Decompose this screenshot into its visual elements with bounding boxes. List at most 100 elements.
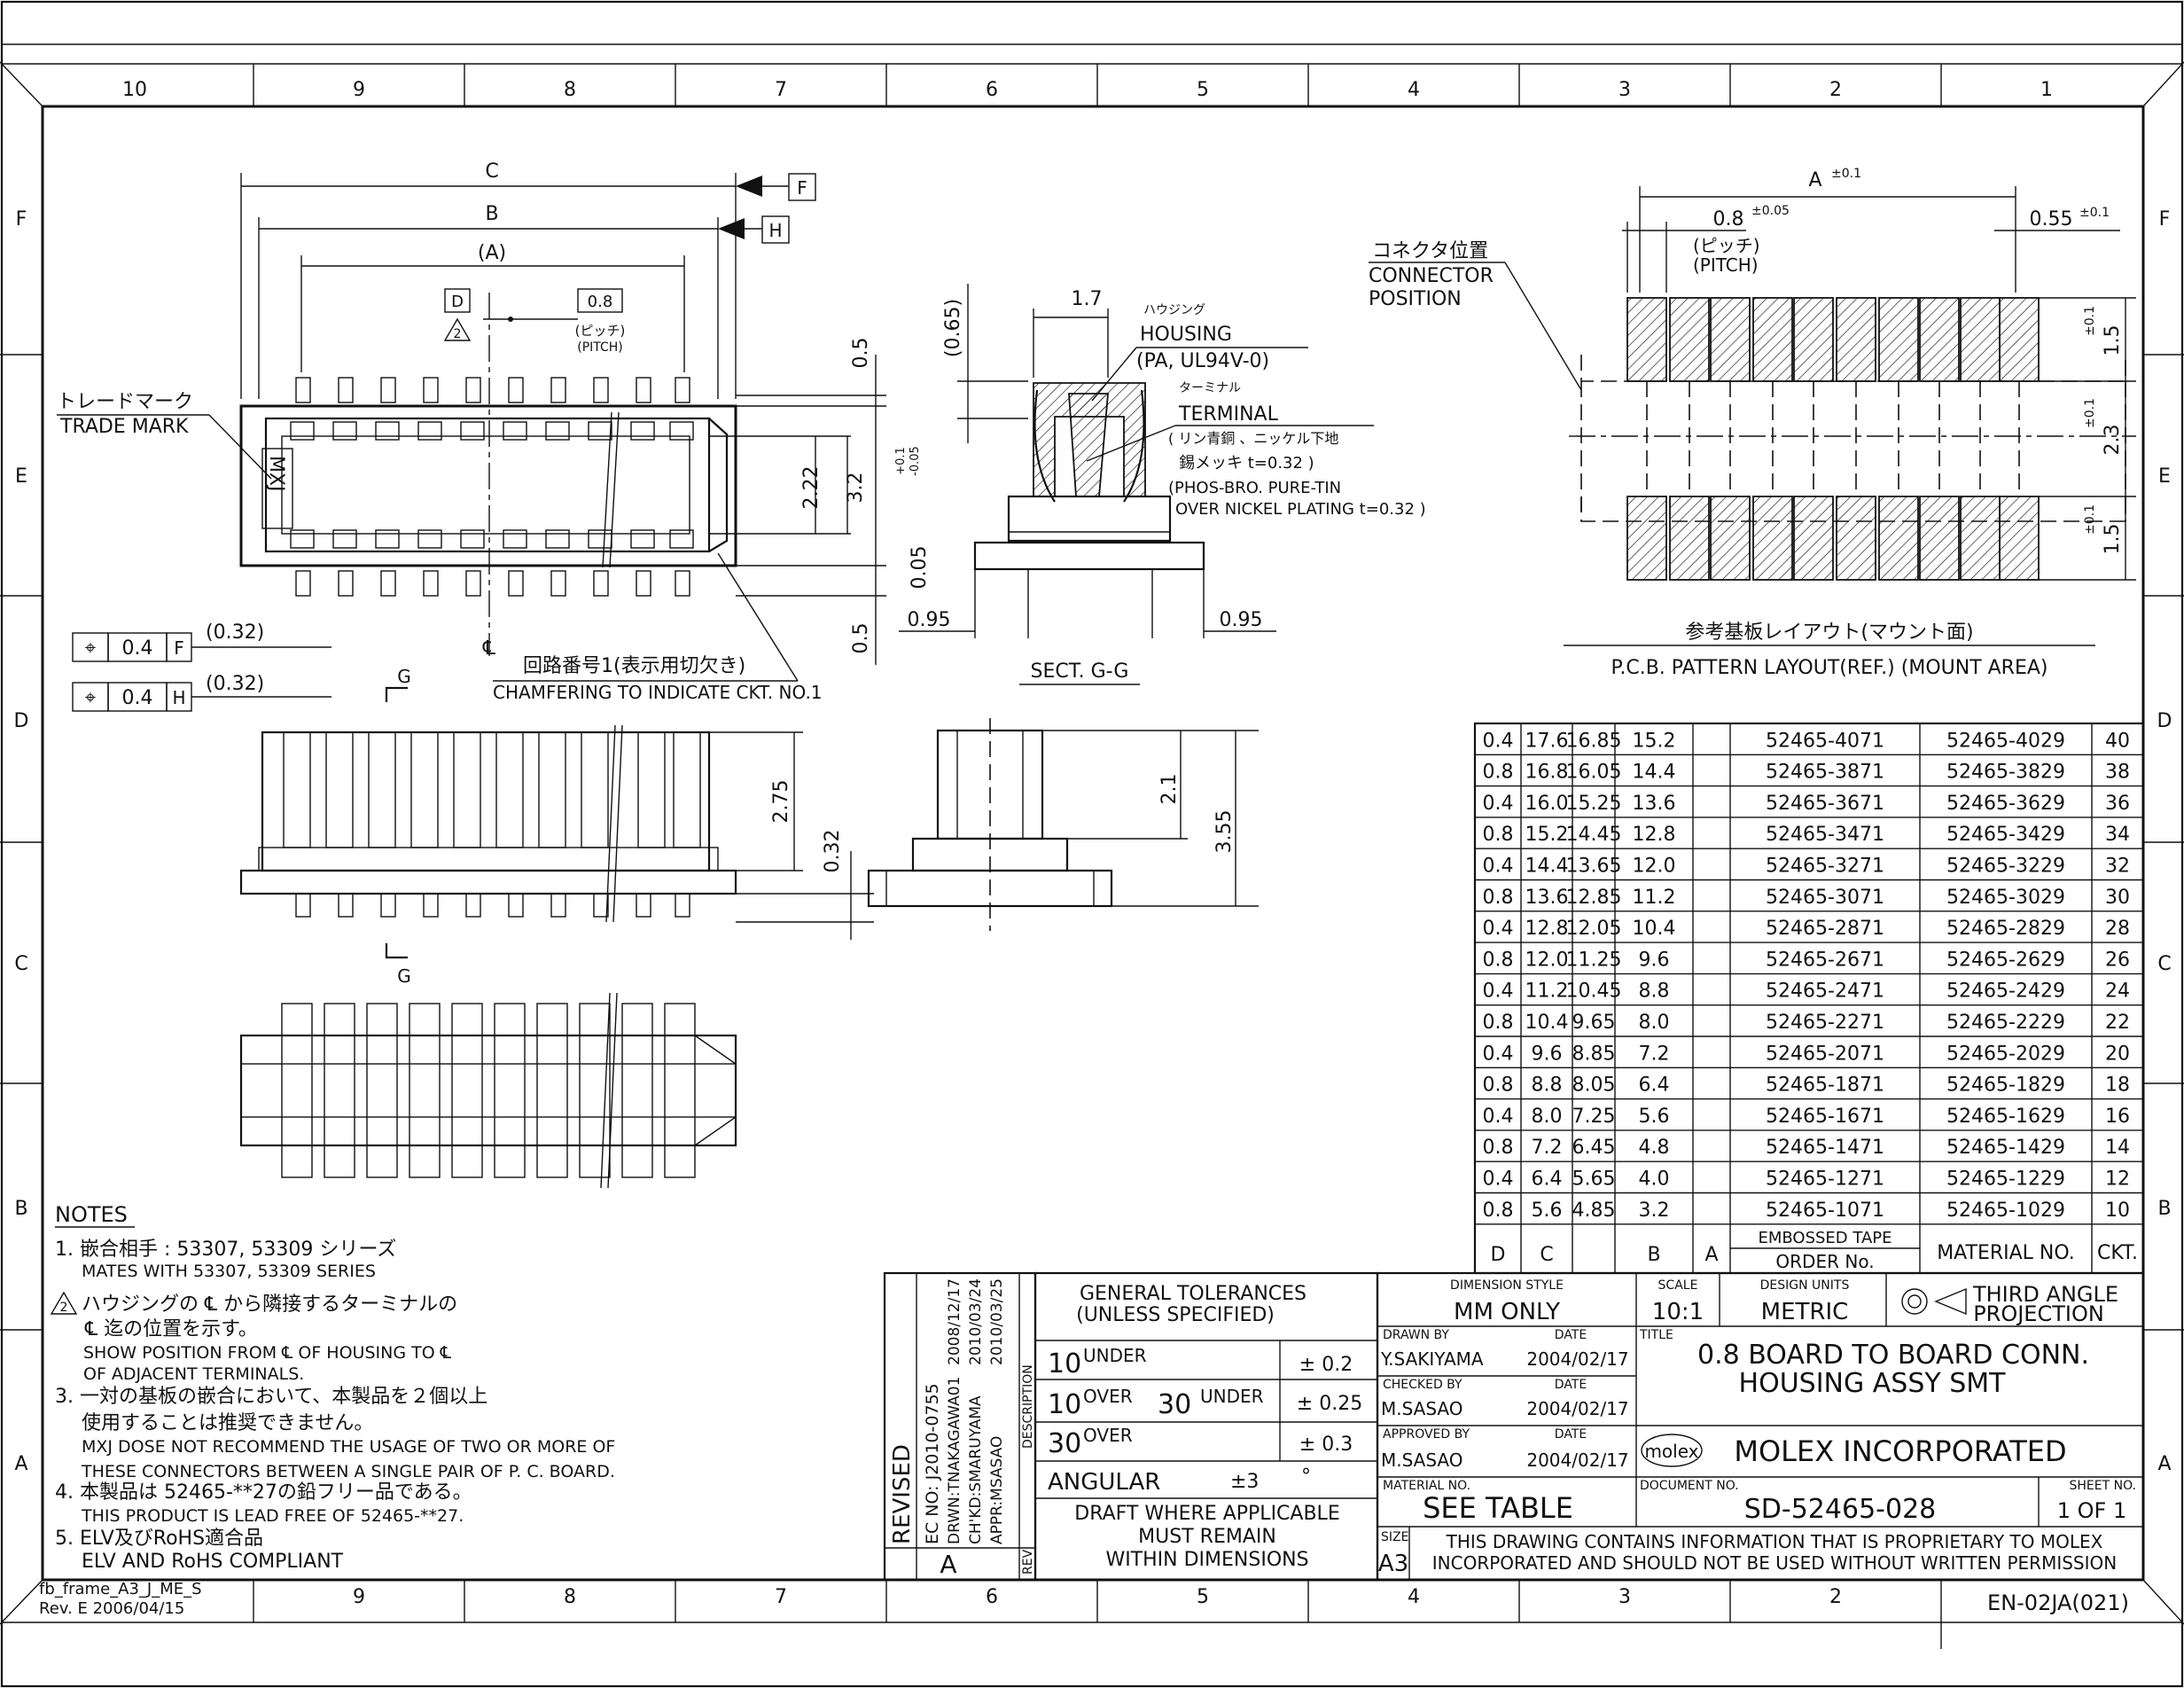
connector-position-jp: コネクタ位置 <box>1372 240 1488 262</box>
table-cell-a: 12.0 <box>1633 856 1676 878</box>
table-header-order: ORDER No. <box>1775 1251 1874 1272</box>
draft-line-3: WITHIN DIMENSIONS <box>1105 1549 1308 1571</box>
table-cell-c: 10.4 <box>1525 1012 1569 1034</box>
table-cell-c: 8.8 <box>1532 1075 1563 1097</box>
tol-r1-value: ± 0.2 <box>1299 1354 1353 1376</box>
table-cell-material-no: 52465-4029 <box>1946 730 2065 752</box>
tol-r2-d: UNDER <box>1200 1386 1264 1407</box>
table-cell-material-no: 52465-1629 <box>1946 1106 2065 1128</box>
checked-date-rev: 2010/03/24 <box>967 1278 985 1365</box>
table-cell-ckt: 14 <box>2105 1137 2130 1159</box>
pcb-dim-1-5-bottom: 1.5 <box>2102 524 2124 555</box>
dim-0-95-left: 0.95 <box>908 609 951 631</box>
note-2-jp1: ハウジングの ℄ から隣接するターミナルの <box>82 1293 457 1316</box>
tol-r3-value: ± 0.3 <box>1299 1434 1353 1456</box>
table-cell-embossed-order: 52465-1271 <box>1766 1168 1884 1191</box>
tolerance-title-2: (UNLESS SPECIFIED) <box>1076 1304 1275 1326</box>
table-cell-c: 8.0 <box>1532 1106 1563 1128</box>
table-header-material: MATERIAL NO. <box>1937 1242 2075 1264</box>
drawing-title-2: HOUSING ASSY SMT <box>1739 1368 2007 1399</box>
dim-2-75: 2.75 <box>770 780 792 824</box>
dim-0-5-bottom: 0.5 <box>850 623 872 654</box>
table-cell-c: 13.6 <box>1525 887 1569 909</box>
table-cell-ckt: 40 <box>2105 730 2130 752</box>
pcb-pad-width: 0.55 <box>2030 208 2073 231</box>
terminal-material-jp2: 錫メッキ t=0.32 ) <box>1179 454 1314 473</box>
zone-right-d: D <box>2157 710 2172 732</box>
table-cell-b: 8.05 <box>1572 1075 1616 1097</box>
pcb-dim-a-tol: ±0.1 <box>1831 167 1861 181</box>
dim-0-65: (0.65) <box>942 299 964 357</box>
table-cell-d: 0.8 <box>1483 1200 1514 1222</box>
table-cell-b: 13.65 <box>1566 856 1622 878</box>
table-cell-material-no: 52465-3629 <box>1946 793 2065 815</box>
third-angle-projection-icon <box>1901 1287 1967 1316</box>
revision-block: REVISED EC NO: J2010-0755 DRWN:TNAKAGAWA… <box>883 1271 1037 1582</box>
trademark-en: TRADE MARK <box>59 416 189 438</box>
dim-style-value: MM ONLY <box>1454 1299 1560 1325</box>
note-3-en2: THESE CONNECTORS BETWEEN A SINGLE PAIR O… <box>81 1462 615 1481</box>
zone-bottom-4: 4 <box>1408 1586 1420 1608</box>
datum-f: F <box>797 177 807 199</box>
table-header-d: D <box>1491 1244 1506 1266</box>
zone-right-f: F <box>2159 208 2171 231</box>
table-cell-material-no: 52465-3829 <box>1946 762 2065 784</box>
drawn-by-rev: DRWN:TNAKAGAWA01 <box>946 1377 963 1544</box>
zone-top-7: 7 <box>775 79 787 101</box>
terminal-material-en1: (PHOS-BRO. PURE-TIN <box>1168 479 1341 497</box>
pcb-pitch-en: (PITCH) <box>1693 254 1759 276</box>
position-icon: ⌖ <box>85 687 96 709</box>
housing-en: HOUSING <box>1140 324 1232 346</box>
table-cell-material-no: 52465-1829 <box>1946 1075 2065 1097</box>
table-cell-a: 14.4 <box>1633 762 1676 784</box>
table-cell-d: 0.4 <box>1483 1106 1514 1128</box>
table-cell-c: 11.2 <box>1525 981 1569 1003</box>
notes-block: NOTES 1. 嵌合相手 : 53307, 53309 シリーズ MATES … <box>50 1202 615 1573</box>
zone-top-2: 2 <box>1829 79 1842 101</box>
position-tolerance-frame-f: ⌖ 0.4 F (0.32) <box>72 621 332 662</box>
note-2-jp2: ℄ 迄の位置を示す。 <box>84 1318 258 1340</box>
pcb-layout-title-en: P.C.B. PATTERN LAYOUT(REF.) (MOUNT AREA) <box>1611 657 2048 679</box>
table-cell-b: 4.85 <box>1572 1200 1616 1222</box>
note-3-en1: MXJ DOSE NOT RECOMMEND THE USAGE OF TWO … <box>82 1437 615 1457</box>
fcf-dim: (0.32) <box>206 621 264 644</box>
note-3-jp1: 3. 一対の基板の嵌合において、本製品を２個以上 <box>55 1386 488 1408</box>
zone-bottom-6: 6 <box>986 1586 998 1608</box>
table-cell-embossed-order: 52465-4071 <box>1766 730 1884 752</box>
mxj-logo-mark: MXJ <box>265 456 287 492</box>
table-cell-a: 7.2 <box>1639 1043 1670 1065</box>
zone-right-b: B <box>2157 1198 2171 1220</box>
zone-bottom-8: 8 <box>564 1586 576 1608</box>
table-cell-embossed-order: 52465-3471 <box>1766 824 1884 846</box>
table-header-b: B <box>1647 1244 1660 1266</box>
table-cell-material-no: 52465-1429 <box>1946 1137 2065 1159</box>
table-cell-d: 0.8 <box>1483 1075 1514 1097</box>
drawn-by-label: DRAWN BY <box>1383 1328 1449 1342</box>
zone-right-c: C <box>2157 953 2171 975</box>
material-no: SEE TABLE <box>1423 1491 1573 1525</box>
table-cell-a: 9.6 <box>1639 949 1670 971</box>
table-cell-b: 10.45 <box>1566 981 1622 1003</box>
table-cell-d: 0.4 <box>1483 1168 1514 1191</box>
table-cell-b: 12.85 <box>1566 887 1622 909</box>
drawn-date-label: DATE <box>1555 1328 1587 1342</box>
checked-by-rev: CH'KD:SMARUYAMA <box>967 1395 985 1544</box>
tol-angular-value: ±3 <box>1230 1471 1259 1493</box>
approved-date-rev: 2010/03/25 <box>988 1278 1006 1365</box>
table-cell-embossed-order: 52465-3271 <box>1766 856 1884 878</box>
zone-bottom-5: 5 <box>1197 1586 1209 1608</box>
tol-angular: ANGULAR <box>1048 1469 1160 1496</box>
table-cell-b: 15.25 <box>1566 793 1622 815</box>
zone-left-b: B <box>14 1198 27 1220</box>
zone-left-e: E <box>15 465 27 488</box>
approved-by: M.SASAO <box>1381 1450 1463 1471</box>
proprietary-line-2: INCORPORATED AND SHOULD NOT BE USED WITH… <box>1432 1552 2117 1574</box>
position-tolerance-frame-h: ⌖ 0.4 H (0.32) <box>72 673 332 712</box>
dim-0-95-right: 0.95 <box>1220 609 1263 631</box>
pitch-en: (PITCH) <box>577 340 623 355</box>
section-g-g-view: 1.7 (0.65) ハウジング HOUSING (PA, UL94V-0) タ… <box>899 284 1426 685</box>
table-cell-ckt: 24 <box>2105 981 2130 1003</box>
table-cell-embossed-order: 52465-1871 <box>1766 1075 1884 1097</box>
table-cell-d: 0.8 <box>1483 824 1514 846</box>
